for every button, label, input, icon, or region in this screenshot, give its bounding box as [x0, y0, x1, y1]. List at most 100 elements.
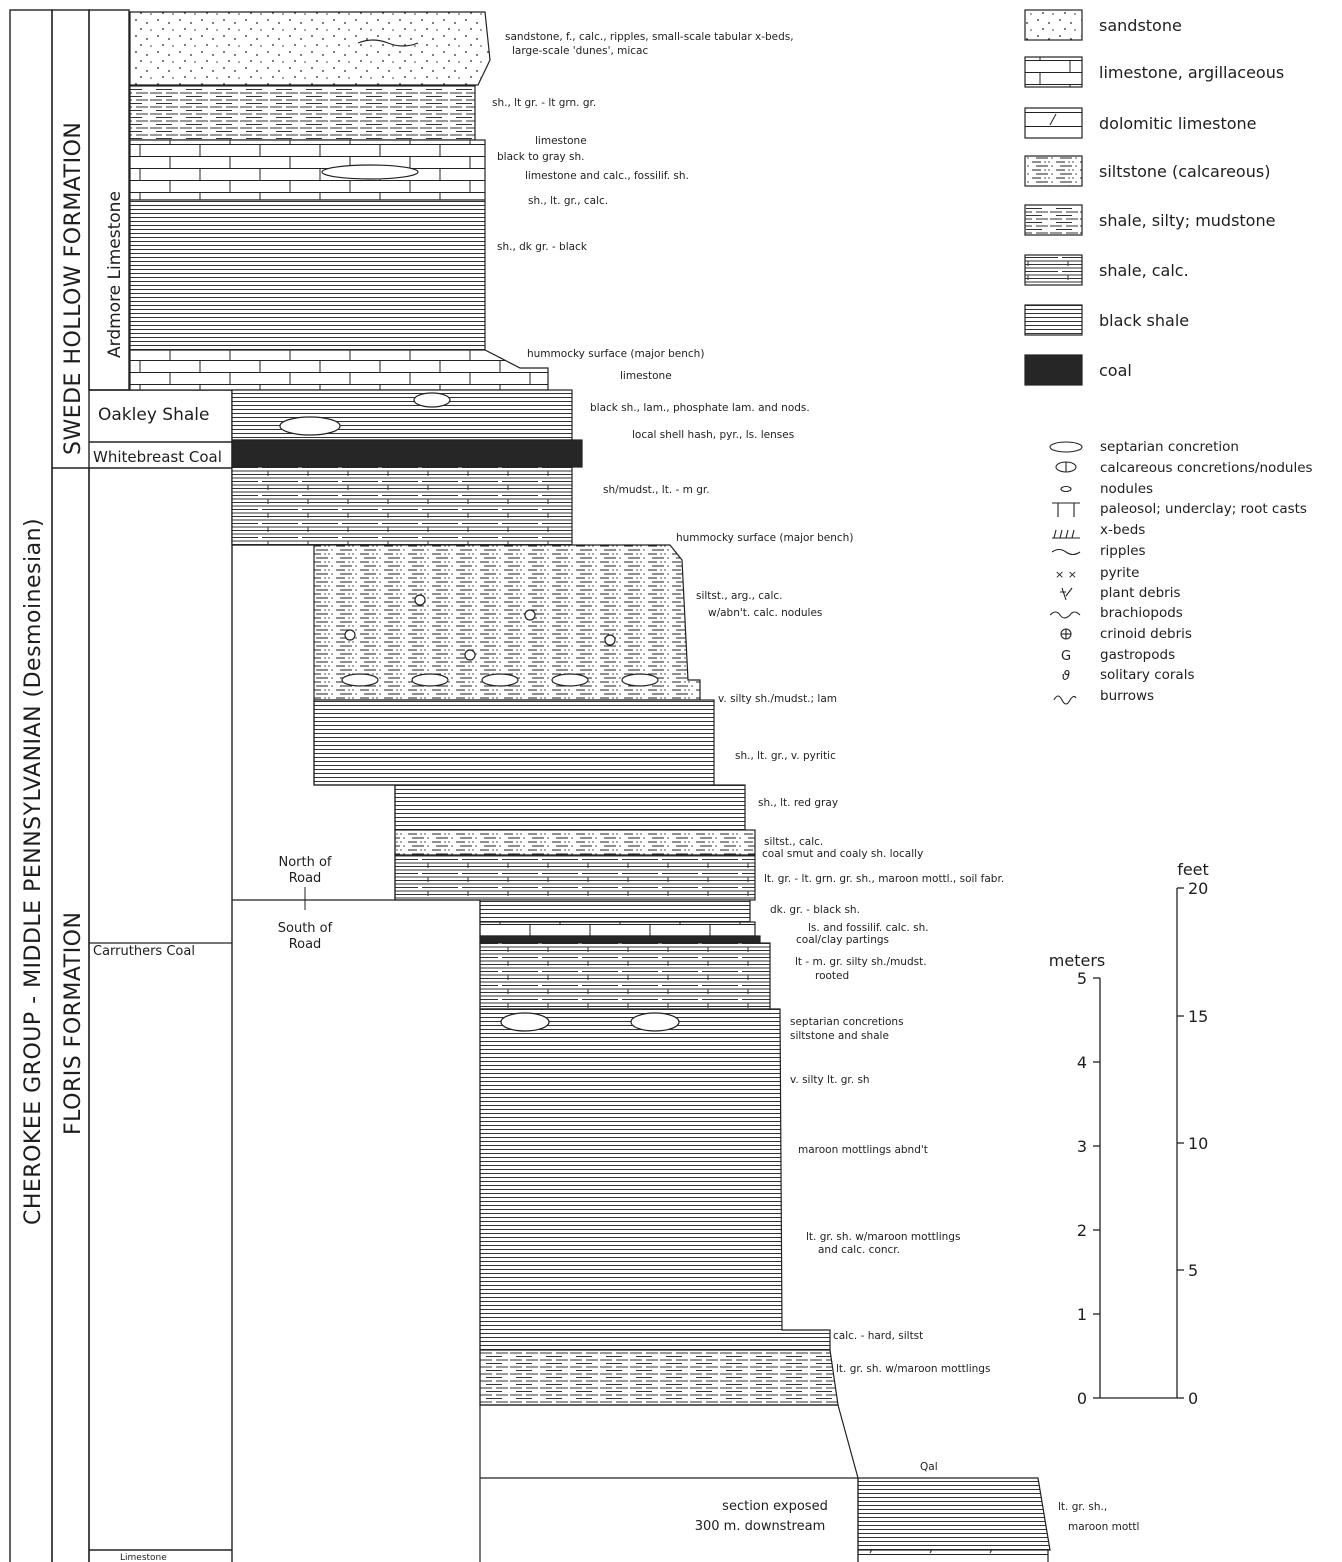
description: v. silty sh./mudst.; lam — [718, 693, 837, 705]
description: rooted — [815, 970, 849, 982]
crinoid-icon — [1060, 628, 1072, 640]
bed-dark-shale — [479, 899, 751, 923]
meters-tick: 1 — [1077, 1305, 1087, 1324]
description: septarian concretions — [790, 1016, 904, 1028]
symbol-label: solitary corals — [1100, 667, 1194, 683]
description: sh., lt gr. - lt grn. gr. — [492, 97, 596, 109]
meters-label: meters — [1049, 951, 1105, 970]
north-road-line2: Road — [289, 871, 322, 886]
bed-red-gray-shale — [394, 784, 746, 831]
section-note-line1: section exposed — [722, 1499, 828, 1514]
coral-icon: ϑ — [1062, 669, 1070, 684]
meters-tick: 0 — [1077, 1389, 1087, 1408]
description: limestone — [535, 135, 587, 147]
swede-hollow-label: SWEDE HOLLOW FORMATION — [61, 122, 86, 455]
concretion-icon — [1055, 461, 1077, 473]
legend-swatch-limestone — [1024, 56, 1083, 88]
burrow-icon — [1053, 695, 1077, 705]
feet-tick: 10 — [1188, 1134, 1208, 1153]
south-road-line1: South of — [278, 921, 333, 936]
feet-tick: 0 — [1188, 1389, 1198, 1408]
description: lt. gr. sh. w/maroon mottlings — [836, 1363, 990, 1375]
description: sh/mudst., lt. - m gr. — [603, 484, 710, 496]
bed-sandstone — [129, 11, 491, 86]
description: sandstone, f., calc., ripples, small-sca… — [505, 31, 794, 43]
feet-tick: 15 — [1188, 1007, 1208, 1026]
bed-shale-mudstone-1 — [231, 466, 573, 546]
bed-whitebreast-coal — [231, 439, 583, 468]
carruthers-label: Carruthers Coal — [93, 944, 195, 959]
legend-swatch-silty-shale — [1024, 204, 1083, 236]
description: Qal — [920, 1461, 938, 1473]
description: hummocky surface (major bench) — [527, 348, 704, 360]
meters-tick: 2 — [1077, 1221, 1087, 1240]
description: sh., lt. gr., calc. — [528, 195, 608, 207]
description: siltstone and shale — [790, 1030, 889, 1042]
symbol-legend: × × G ϑ — [1049, 441, 1083, 705]
nodule-icon — [1060, 485, 1072, 493]
legend-label: sandstone — [1099, 16, 1182, 35]
symbol-label: paleosol; underclay; root casts — [1100, 501, 1307, 517]
description: sh., dk gr. - black — [497, 241, 588, 253]
bed-oakley-shale — [231, 389, 573, 441]
beds — [129, 11, 1051, 1562]
description: ls. and fossilif. calc. sh. — [808, 922, 929, 934]
floris-label: FLORIS FORMATION — [61, 912, 86, 1135]
group-label: CHEROKEE GROUP - MIDDLE PENNSYLVANIAN (D… — [21, 518, 46, 1225]
bed-mottled-shale — [394, 854, 756, 901]
description: siltst., arg., calc. — [696, 590, 783, 602]
symbol-label: ripples — [1100, 543, 1146, 559]
bed-qal-shale — [857, 1477, 1051, 1551]
legend-swatch-dolomitic — [1024, 107, 1083, 139]
limestone-bottom-label: Limestone — [120, 1553, 167, 1562]
legend-label: limestone, argillaceous — [1099, 63, 1284, 82]
gastropod-icon: G — [1061, 649, 1071, 664]
description: limestone — [620, 370, 672, 382]
description: large-scale 'dunes', micac — [512, 45, 648, 57]
symbol-label: pyrite — [1100, 565, 1139, 581]
bed-fossil-limestone — [479, 921, 756, 937]
whitebreast-label: Whitebreast Coal — [93, 448, 222, 466]
section-note-line2: 300 m. downstream — [695, 1519, 826, 1534]
symbol-label: crinoid debris — [1100, 626, 1192, 642]
bed-descriptions: sandstone, f., calc., ripples, small-sca… — [492, 31, 1139, 1533]
legend-swatch-siltstone — [1024, 155, 1083, 187]
column-frames — [9, 9, 233, 1562]
symbol-label: calcareous concretions/nodules — [1100, 460, 1313, 476]
paleosol-icon — [1052, 502, 1080, 517]
legend-swatch-black-shale — [1024, 304, 1083, 336]
description: sh., lt. red gray — [758, 797, 838, 809]
description: hummocky surface (major bench) — [676, 532, 853, 544]
description: w/abn't. calc. nodules — [708, 607, 822, 619]
description: black to gray sh. — [497, 151, 585, 163]
bed-carruthers-coal — [479, 935, 761, 944]
description: calc. - hard, siltst — [833, 1330, 923, 1342]
symbol-label: brachiopods — [1100, 605, 1183, 621]
ardmore-label: Ardmore Limestone — [105, 191, 125, 358]
symbol-label: burrows — [1100, 688, 1154, 704]
bed-black-shale-1 — [129, 199, 486, 351]
bed-silty-shale-2 — [313, 699, 715, 786]
description: v. silty lt. gr. sh — [790, 1074, 870, 1086]
bed-siltstone-2 — [394, 829, 756, 856]
description: limestone and calc., fossilif. sh. — [525, 170, 689, 182]
description: lt. gr. sh. w/maroon mottlings — [806, 1231, 960, 1243]
brachiopod-icon — [1049, 611, 1081, 619]
description: coal/clay partings — [796, 934, 889, 946]
description: dk. gr. - black sh. — [770, 904, 860, 916]
feet-ticks: 0 5 10 15 20 — [1188, 879, 1208, 1408]
ripples-mark — [357, 39, 419, 47]
bed-limestone-2 — [129, 349, 549, 391]
ripples-icon — [1051, 548, 1081, 556]
scale-bars — [1093, 887, 1184, 1399]
legend-label: dolomitic limestone — [1099, 114, 1257, 133]
xbeds-icon — [1052, 529, 1080, 539]
description: local shell hash, pyr., ls. lenses — [632, 429, 794, 441]
description: black sh., lam., phosphate lam. and nods… — [590, 402, 810, 414]
oakley-label: Oakley Shale — [98, 405, 209, 425]
concretion-mark — [321, 164, 419, 180]
symbol-label: septarian concretion — [1100, 439, 1239, 455]
legend-swatch-sandstone — [1024, 9, 1083, 41]
description: lt - m. gr. silty sh./mudst. — [795, 956, 927, 968]
description: siltst., calc. — [764, 836, 823, 848]
